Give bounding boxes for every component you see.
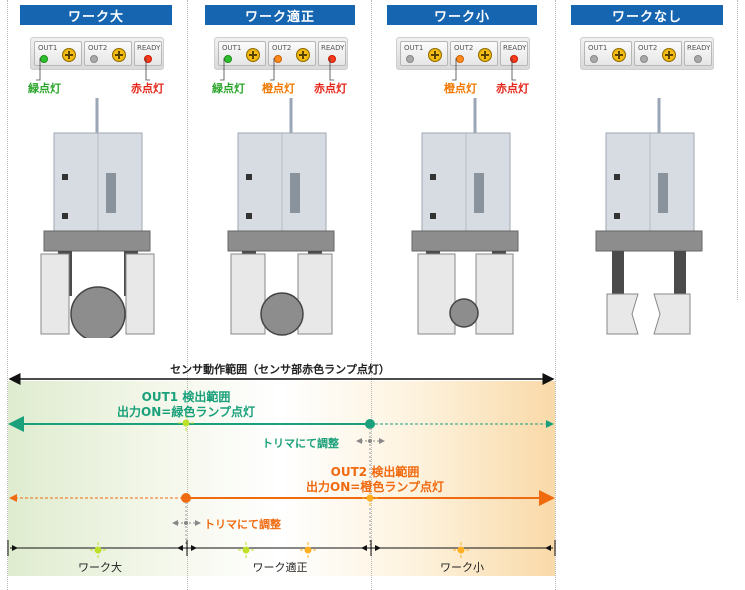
column-header-small: ワーク小 xyxy=(387,5,537,25)
sensor-panel-proper: OUT1 OUT2 READY xyxy=(214,37,348,70)
orange-lamp-icon xyxy=(362,490,378,506)
lamp-label-red: 赤点灯 xyxy=(314,82,347,95)
ready-box: READY xyxy=(684,41,712,66)
out1-led xyxy=(40,55,48,63)
ready-box: READY xyxy=(500,41,528,66)
gripper-no-work xyxy=(595,98,703,335)
lamp-label-red: 赤点灯 xyxy=(131,82,164,95)
column-divider xyxy=(737,0,738,300)
out2-trimmer-knob[interactable] xyxy=(112,48,126,62)
lamp-label-green: 緑点灯 xyxy=(28,82,61,95)
sensor-panel-small: OUT1 OUT2 READY xyxy=(396,37,530,70)
out2-trimmer-knob[interactable] xyxy=(662,48,676,62)
out2-box: OUT2 xyxy=(450,41,498,66)
ready-led xyxy=(694,55,702,63)
out1-led xyxy=(224,55,232,63)
segment-label-proper: ワーク適正 xyxy=(252,561,308,574)
ready-box: READY xyxy=(134,41,162,66)
orange-lamp-icon xyxy=(300,542,316,558)
out1-range-subtitle: 出力ON=緑色ランプ点灯 xyxy=(117,405,255,419)
out1-trimmer-knob[interactable] xyxy=(428,48,442,62)
ready-led xyxy=(510,55,518,63)
out1-led xyxy=(590,55,598,63)
out1-trimmer-knob[interactable] xyxy=(246,48,260,62)
out1-range-title: OUT1 検出範囲 xyxy=(141,390,231,404)
out2-box: OUT2 xyxy=(268,41,316,66)
column-divider xyxy=(7,0,8,590)
segment-label-large: ワーク大 xyxy=(78,561,122,574)
led-leader-lines xyxy=(36,58,516,81)
out1-box: OUT1 xyxy=(218,41,266,66)
out1-trim-label: トリマにて調整 xyxy=(262,437,339,450)
column-header-none: ワークなし xyxy=(571,5,723,25)
segment-label-small: ワーク小 xyxy=(440,561,484,574)
range-background xyxy=(8,381,555,576)
out1-trimmer-knob[interactable] xyxy=(62,48,76,62)
orange-lamp-icon xyxy=(453,542,469,558)
lamp-label-red: 赤点灯 xyxy=(496,82,529,95)
out2-box: OUT2 xyxy=(84,41,132,66)
out2-trim-label: トリマにて調整 xyxy=(204,518,281,531)
ready-led xyxy=(144,55,152,63)
out2-trimmer-knob[interactable] xyxy=(296,48,310,62)
out1-box: OUT1 xyxy=(584,41,632,66)
column-divider xyxy=(555,0,556,590)
sensor-range-label: センサ動作範囲（センサ部赤色ランプ点灯） xyxy=(170,363,390,376)
out1-trimmer-knob[interactable] xyxy=(612,48,626,62)
out2-box: OUT2 xyxy=(634,41,682,66)
out2-led xyxy=(456,55,464,63)
lamp-label-orange: 橙点灯 xyxy=(262,82,295,95)
gripper-large-work xyxy=(40,98,155,338)
out2-led xyxy=(90,55,98,63)
out1-box: OUT1 xyxy=(400,41,448,66)
ready-box: READY xyxy=(318,41,346,66)
green-lamp-icon xyxy=(90,542,106,558)
green-lamp-icon xyxy=(238,542,254,558)
out1-box: OUT1 xyxy=(34,41,82,66)
sensor-panel-none: OUT1 OUT2 READY xyxy=(580,37,714,70)
column-header-proper: ワーク適正 xyxy=(205,5,355,25)
out2-led xyxy=(274,55,282,63)
ready-led xyxy=(328,55,336,63)
out2-range-title: OUT2 検出範囲 xyxy=(330,465,420,479)
out2-trimmer-knob[interactable] xyxy=(478,48,492,62)
gripper-small-work xyxy=(411,98,519,335)
out2-range-subtitle: 出力ON=橙色ランプ点灯 xyxy=(306,480,444,494)
lamp-label-orange: 橙点灯 xyxy=(444,82,477,95)
out1-led xyxy=(406,55,414,63)
column-divider xyxy=(187,0,188,590)
gripper-proper-work xyxy=(227,98,335,336)
sensor-panel-large: OUT1 OUT2 READY xyxy=(30,37,164,70)
green-lamp-icon xyxy=(178,415,194,431)
column-header-large: ワーク大 xyxy=(20,5,172,25)
column-divider xyxy=(371,0,372,590)
lamp-label-green: 緑点灯 xyxy=(212,82,245,95)
out2-led xyxy=(640,55,648,63)
